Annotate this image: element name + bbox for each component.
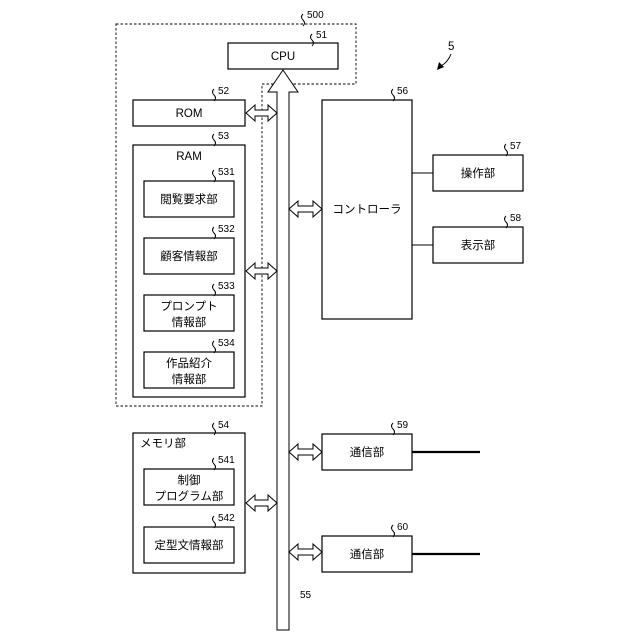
controller-label: コントローラ bbox=[333, 204, 402, 216]
controller-ref-leader bbox=[392, 89, 395, 101]
controller-block: コントローラ 56 bbox=[322, 86, 433, 319]
ram-label: RAM bbox=[176, 151, 202, 163]
memory-ref: 54 bbox=[218, 420, 230, 431]
figure-number-arrowhead bbox=[437, 62, 444, 70]
cpu-area-ref: 500 bbox=[307, 10, 324, 21]
cpu-block: CPU 51 bbox=[228, 30, 338, 69]
browse-request-ref: 531 bbox=[218, 167, 235, 178]
comm-1-bus-connector bbox=[289, 444, 322, 460]
ram-ref-leader bbox=[213, 134, 216, 146]
control-program-label-line2: プログラム部 bbox=[155, 489, 224, 503]
bus-ref: 55 bbox=[300, 590, 312, 601]
controller-ref: 56 bbox=[397, 86, 409, 97]
operation-label: 操作部 bbox=[461, 166, 496, 180]
comm-1-block: 通信部 59 bbox=[322, 420, 480, 470]
cpu-label: CPU bbox=[271, 51, 295, 63]
bus: 55 bbox=[268, 70, 312, 630]
display-label: 表示部 bbox=[461, 238, 496, 252]
customer-info-label: 顧客情報部 bbox=[160, 249, 218, 263]
memory-bus-connector bbox=[246, 495, 277, 511]
prompt-info-label-line2: 情報部 bbox=[172, 315, 207, 329]
display-ref: 58 bbox=[510, 213, 522, 224]
work-intro-info-label-line2: 情報部 bbox=[172, 372, 207, 386]
fixed-text-info-label: 定型文情報部 bbox=[155, 538, 224, 552]
operation-block: 操作部 57 bbox=[433, 141, 523, 191]
fixed-text-info-ref: 542 bbox=[218, 513, 235, 524]
work-intro-info-label-line1: 作品紹介 bbox=[166, 357, 212, 370]
cpu-ref: 51 bbox=[316, 30, 328, 41]
rom-ref-leader bbox=[213, 89, 216, 101]
control-program-label-line1: 制御 bbox=[178, 473, 201, 487]
display-block: 表示部 58 bbox=[433, 213, 523, 263]
comm-2-label: 通信部 bbox=[350, 547, 385, 561]
figure-number-label: 5 bbox=[448, 41, 454, 53]
prompt-info-label-line1: プロンプト bbox=[160, 300, 217, 313]
ram-block: RAM 53 閲覧要求部 531 顧客情報部 532 プロンプト 情報部 533… bbox=[133, 131, 245, 397]
ram-bus-connector bbox=[246, 263, 277, 279]
control-program-ref: 541 bbox=[218, 455, 235, 466]
comm-1-label: 通信部 bbox=[350, 445, 385, 459]
comm-2-bus-connector bbox=[289, 544, 322, 560]
browse-request-label: 閲覧要求部 bbox=[160, 192, 218, 206]
work-intro-info-ref: 534 bbox=[218, 338, 235, 349]
customer-info-ref: 532 bbox=[218, 224, 235, 235]
comm-1-ref-leader bbox=[392, 423, 395, 435]
rom-ref: 52 bbox=[218, 86, 230, 97]
bus-arrow bbox=[268, 70, 298, 630]
comm-1-ref: 59 bbox=[397, 420, 409, 431]
figure-number-leader bbox=[441, 54, 451, 66]
ram-ref: 53 bbox=[218, 131, 230, 142]
controller-bus-connector bbox=[289, 201, 322, 217]
operation-ref-leader bbox=[505, 144, 508, 156]
comm-2-ref-leader bbox=[392, 525, 395, 537]
comm-2-ref: 60 bbox=[397, 522, 409, 533]
rom-label: ROM bbox=[176, 108, 203, 120]
rom-block: ROM 52 bbox=[133, 86, 245, 126]
display-ref-leader bbox=[505, 216, 508, 228]
operation-ref: 57 bbox=[510, 141, 522, 152]
prompt-info-ref: 533 bbox=[218, 281, 235, 292]
figure-number: 5 bbox=[437, 41, 454, 70]
memory-label: メモリ部 bbox=[140, 436, 186, 450]
comm-2-block: 通信部 60 bbox=[322, 522, 480, 572]
memory-block: メモリ部 54 制御 プログラム部 541 定型文情報部 542 bbox=[133, 420, 245, 573]
rom-bus-connector bbox=[246, 105, 277, 121]
